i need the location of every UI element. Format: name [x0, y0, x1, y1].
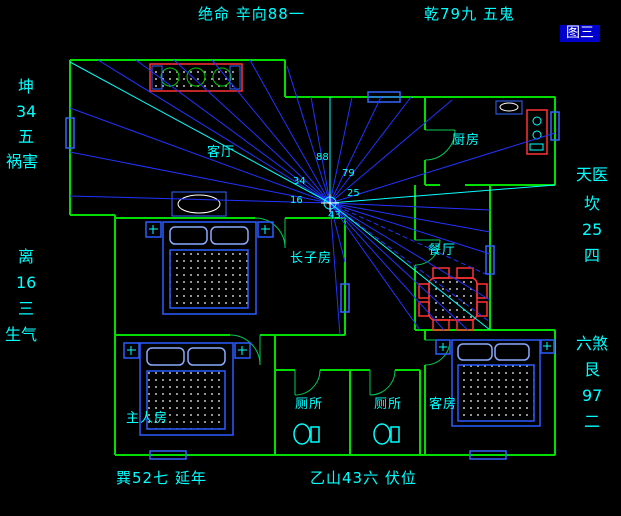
walls [69, 59, 556, 456]
annotation-right-25: 25 [582, 220, 603, 239]
annotation-right-kan: 坎 [584, 194, 601, 213]
annotation-bottom-xun: 巽52七 延年 [116, 469, 207, 487]
annotation-left-34: 34 [16, 102, 37, 121]
compass-number-34: 34 [293, 176, 306, 187]
center-marker [321, 194, 339, 212]
annotation-bottom-yishan: 乙山43六 伏位 [310, 469, 417, 487]
annotation-right-liusha: 六煞 [576, 334, 609, 353]
door-arcs [229, 129, 456, 396]
room-label-living: 客厅 [207, 145, 236, 160]
bed-guest [435, 339, 555, 427]
compass-number-43: 43 [328, 210, 341, 221]
annotation-right-tianyi: 天医 [576, 165, 609, 184]
annotation-right-si: 四 [584, 246, 601, 265]
annotation-right-er: 二 [584, 412, 601, 431]
annotation-left-shengqi: 生气 [5, 325, 38, 344]
annotation-right-97: 97 [582, 386, 603, 405]
compass-number-88: 88 [316, 152, 329, 163]
room-label-kitchen: 厨房 [452, 133, 481, 148]
direction-rays [69, 59, 556, 336]
annotation-left-san: 三 [18, 299, 35, 318]
annotation-left-16: 16 [16, 273, 37, 292]
room-label-master: 主人房 [126, 411, 169, 426]
annotation-top-qian: 乾79九 五鬼 [424, 5, 515, 23]
annotation-left-wu: 五 [18, 127, 35, 146]
kitchen-stove [526, 109, 548, 155]
room-label-toilet-2: 厕所 [374, 397, 403, 412]
piano-table [171, 191, 227, 217]
toilet-fixture-left [293, 423, 320, 445]
annotation-top-jueming: 绝命 辛向88一 [198, 5, 305, 23]
annotation-left-li: 离 [18, 247, 35, 266]
toilet-fixture-right [373, 423, 400, 445]
bed-eldest-son [145, 221, 274, 315]
kitchen-sink [495, 100, 523, 115]
annotation-left-huohai: 祸害 [6, 152, 39, 171]
dining-table [418, 267, 488, 331]
figure-tag: 图三 [560, 25, 600, 43]
window-symbols [65, 91, 560, 460]
annotation-right-gen: 艮 [584, 360, 601, 379]
room-label-guest: 客房 [429, 397, 458, 412]
room-label-dining: 餐厅 [428, 243, 457, 258]
annotation-left-kun: 坤 [18, 77, 35, 96]
sofa [149, 63, 243, 92]
room-label-toilet-1: 厕所 [295, 397, 324, 412]
room-label-eldest-son: 长子房 [290, 251, 333, 266]
compass-number-25: 25 [347, 188, 360, 199]
compass-number-79: 79 [342, 168, 355, 179]
compass-number-16: 16 [290, 195, 303, 206]
bed-master [123, 342, 251, 436]
